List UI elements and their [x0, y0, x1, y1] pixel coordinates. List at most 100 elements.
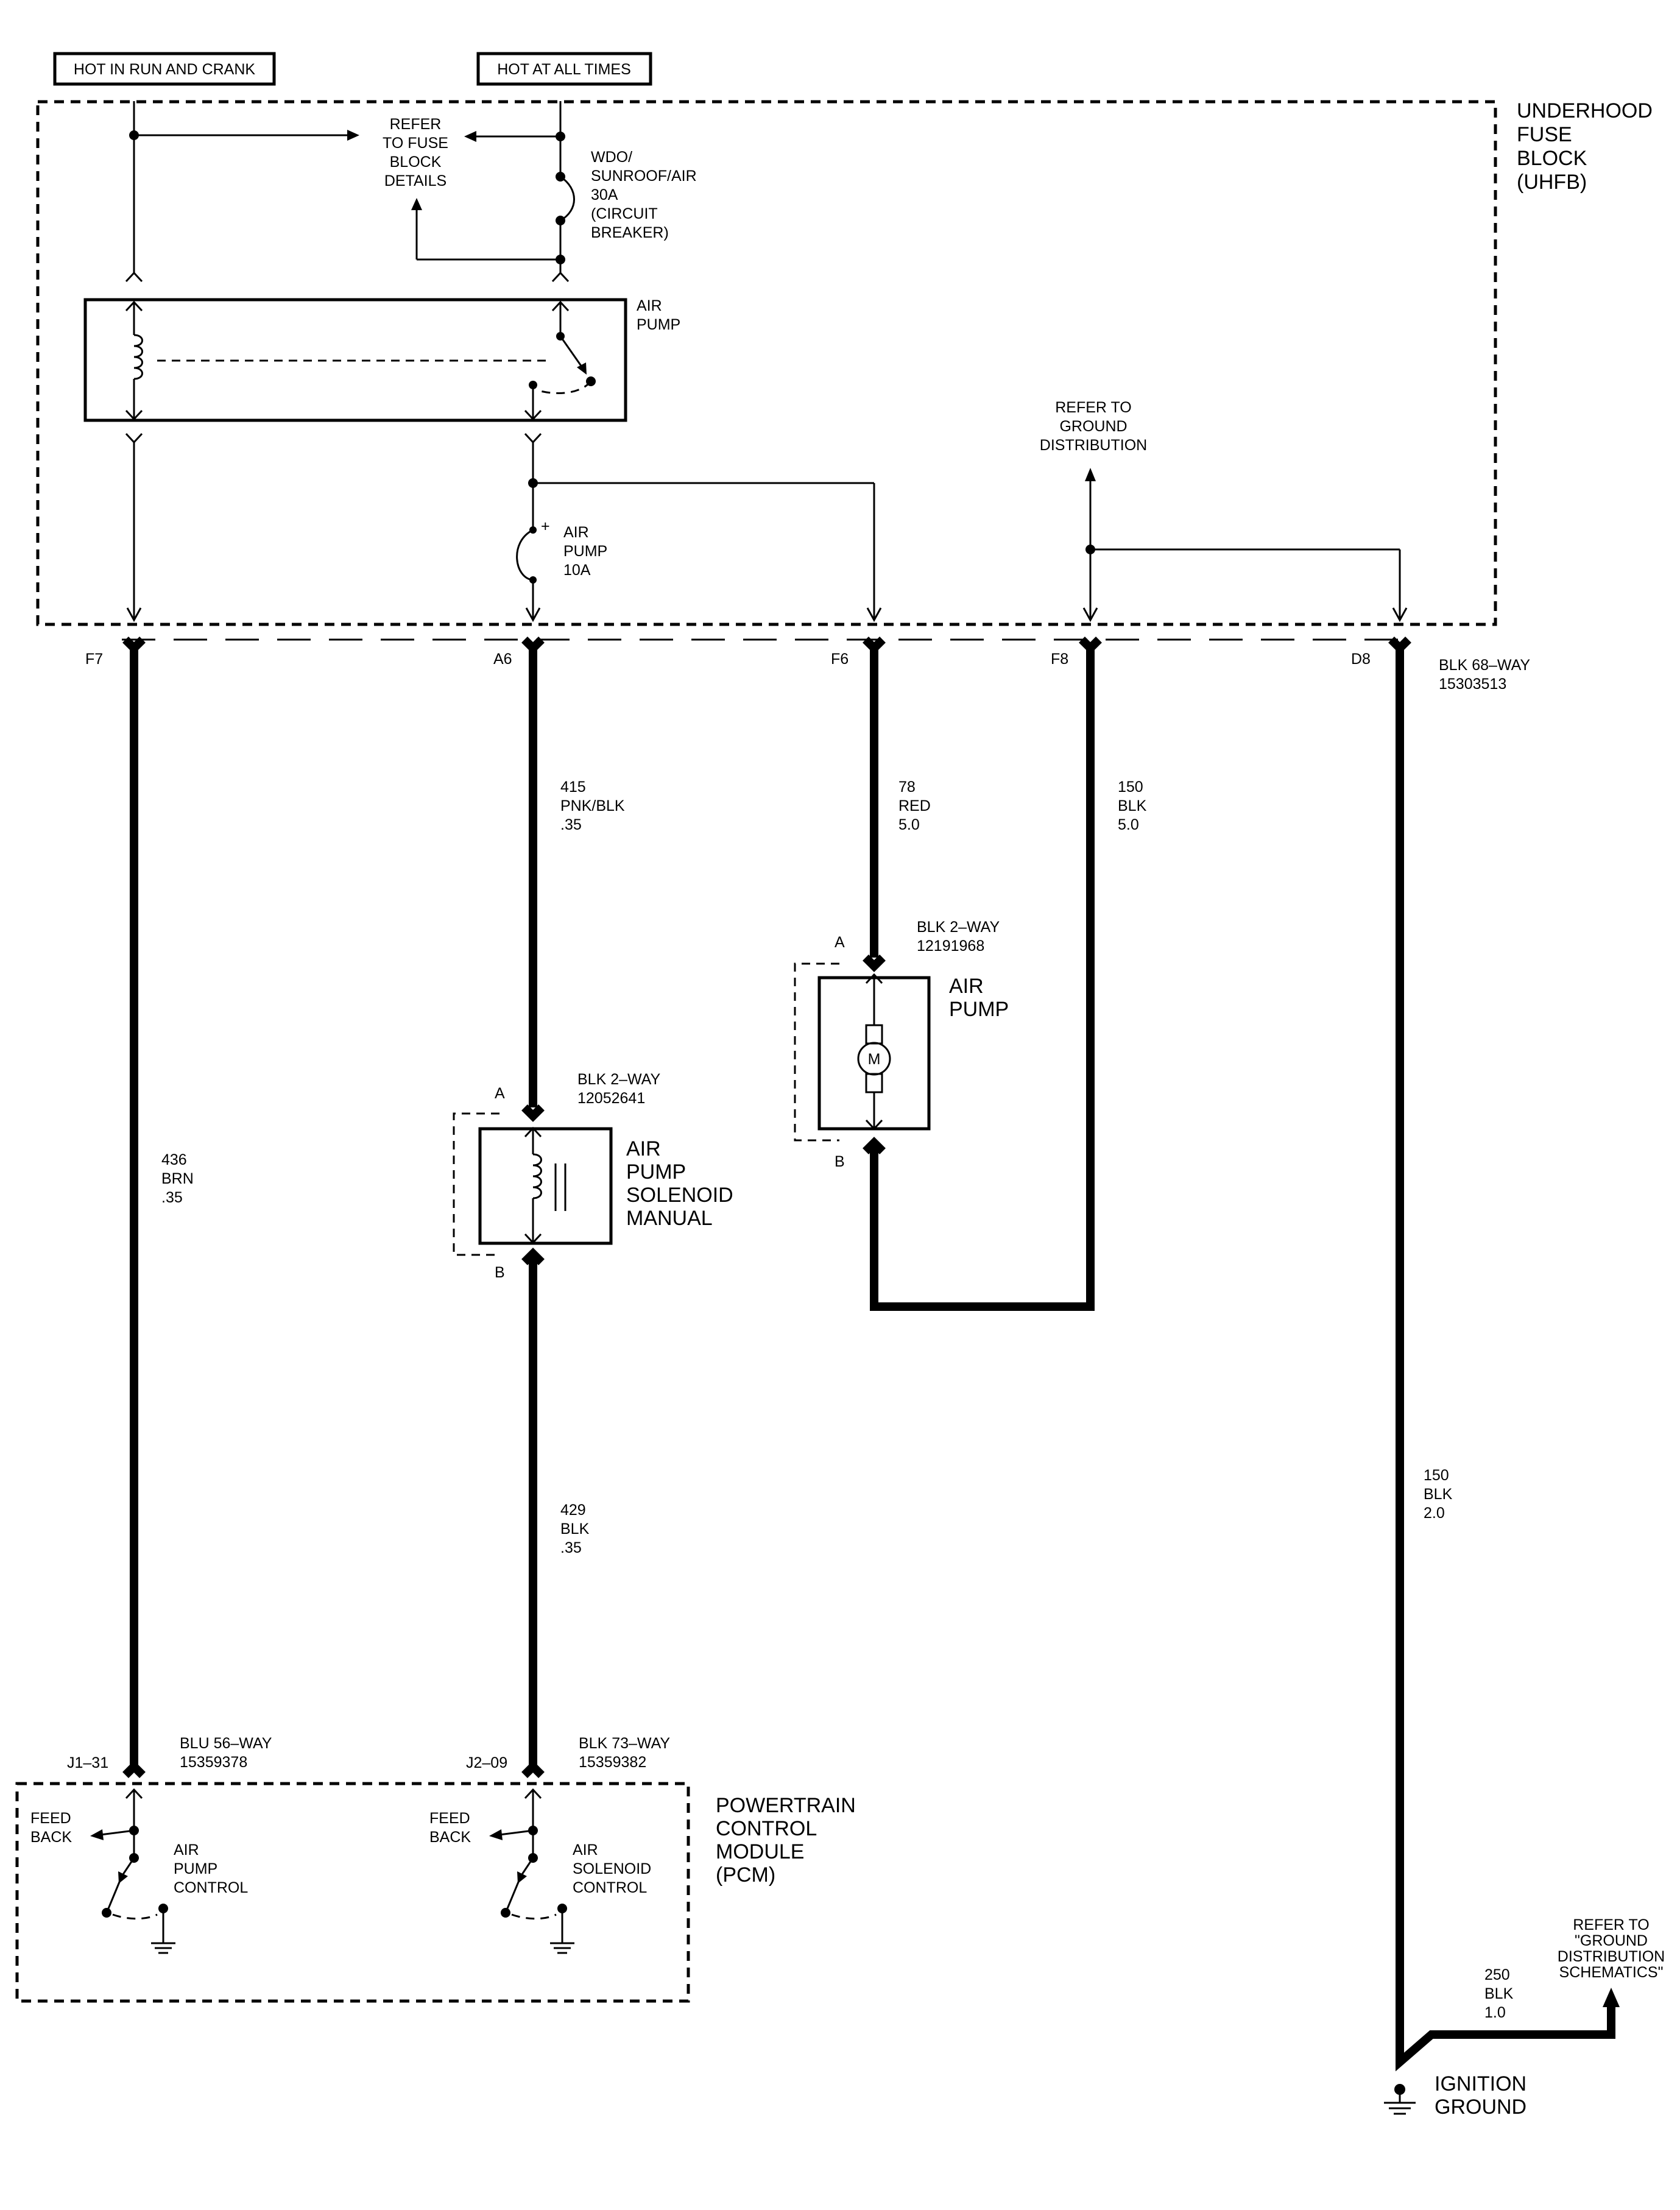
- svg-text:PUMP: PUMP: [626, 1160, 686, 1184]
- hot-all-times-label: HOT AT ALL TIMES: [476, 52, 652, 86]
- f7-internal: [125, 432, 143, 623]
- solenoid-label: AIR PUMP SOLENOID MANUAL: [626, 1137, 733, 1230]
- pcm-control-1-label: AIR PUMP CONTROL: [174, 1841, 248, 1896]
- wire-436: [122, 637, 146, 1778]
- ignition-ground-label: IGNITION GROUND: [1435, 2072, 1526, 2119]
- svg-text:PUMP: PUMP: [563, 543, 607, 560]
- svg-text:BLK 2–WAY: BLK 2–WAY: [917, 919, 1000, 936]
- svg-text:.35: .35: [161, 1189, 183, 1206]
- air-pump-motor: M: [794, 962, 931, 1142]
- battery-feed: [411, 101, 575, 283]
- svg-text:(CIRCUIT: (CIRCUIT: [591, 205, 658, 222]
- svg-text:BLK 73–WAY: BLK 73–WAY: [579, 1735, 670, 1752]
- svg-text:1.0: 1.0: [1484, 2004, 1506, 2021]
- run-crank-feed: [125, 101, 359, 283]
- wire-150a-label: 150 BLK 5.0: [1118, 778, 1147, 833]
- svg-text:10A: 10A: [563, 562, 591, 579]
- svg-text:AIR: AIR: [626, 1137, 661, 1160]
- wire-150-pump-ground: [863, 637, 1102, 1311]
- air-pump-fuse-label: AIR PUMP 10A: [563, 524, 607, 579]
- svg-text:SOLENOID: SOLENOID: [573, 1860, 651, 1877]
- wire-415-label: 415 PNK/BLK .35: [560, 778, 625, 833]
- svg-text:150: 150: [1424, 1467, 1449, 1484]
- svg-text:BREAKER): BREAKER): [591, 224, 669, 241]
- svg-text:"GROUND: "GROUND: [1575, 1932, 1648, 1949]
- svg-text:AIR: AIR: [637, 297, 662, 314]
- svg-text:436: 436: [161, 1151, 187, 1168]
- svg-text:REFER: REFER: [390, 116, 442, 133]
- svg-text:78: 78: [898, 778, 916, 796]
- svg-text:HOT IN RUN AND CRANK: HOT IN RUN AND CRANK: [74, 61, 256, 78]
- svg-text:B: B: [835, 1153, 845, 1170]
- svg-text:WDO/: WDO/: [591, 149, 632, 166]
- ignition-ground-symbol: [1384, 2084, 1416, 2115]
- pcm-air-solenoid-driver: [489, 1788, 574, 1954]
- svg-text:DETAILS: DETAILS: [384, 172, 446, 189]
- svg-text:BLU 56–WAY: BLU 56–WAY: [180, 1735, 272, 1752]
- svg-text:PUMP: PUMP: [949, 998, 1009, 1021]
- svg-text:F8: F8: [1051, 651, 1068, 668]
- air-pump-pins: A B: [835, 934, 845, 1170]
- svg-text:DISTRIBUTION: DISTRIBUTION: [1558, 1948, 1665, 1965]
- wire-150b-label: 150 BLK 2.0: [1424, 1467, 1453, 1522]
- svg-text:PUMP: PUMP: [637, 316, 680, 333]
- svg-text:BLK: BLK: [560, 1520, 590, 1537]
- svg-text:.35: .35: [560, 1539, 582, 1556]
- pcm-connector-labels: J1–31 BLU 56–WAY 15359378 J2–09 BLK 73–W…: [67, 1735, 670, 1771]
- svg-text:BLK 68–WAY: BLK 68–WAY: [1439, 657, 1530, 674]
- svg-text:FUSE: FUSE: [1517, 123, 1572, 146]
- svg-text:415: 415: [560, 778, 586, 796]
- air-pump-solenoid: [453, 1112, 613, 1256]
- wire-415: [521, 637, 545, 1122]
- svg-text:15303513: 15303513: [1439, 676, 1506, 693]
- svg-text:UNDERHOOD: UNDERHOOD: [1517, 99, 1653, 122]
- svg-text:D8: D8: [1351, 651, 1371, 668]
- pcm-title: POWERTRAIN CONTROL MODULE (PCM): [716, 1794, 856, 1887]
- solenoid-connector-label: BLK 2–WAY 12052641: [577, 1071, 660, 1107]
- air-pump-label: AIR PUMP: [949, 975, 1009, 1021]
- solenoid-pins: A B: [495, 1085, 505, 1281]
- svg-text:BLK: BLK: [1118, 797, 1147, 814]
- svg-text:AIR: AIR: [174, 1841, 199, 1859]
- svg-text:(PCM): (PCM): [716, 1863, 775, 1887]
- wire-78-label: 78 RED 5.0: [898, 778, 931, 833]
- svg-text:SUNROOF/AIR: SUNROOF/AIR: [591, 168, 697, 185]
- svg-text:BACK: BACK: [30, 1829, 72, 1846]
- svg-text:A6: A6: [493, 651, 512, 668]
- svg-text:A: A: [495, 1085, 505, 1102]
- svg-text:BLOCK: BLOCK: [1517, 147, 1587, 170]
- svg-text:RED: RED: [898, 797, 931, 814]
- pcm-air-pump-driver: [90, 1788, 175, 1954]
- wire-78: [863, 637, 886, 972]
- wire-429: [521, 1248, 545, 1778]
- svg-text:POWERTRAIN: POWERTRAIN: [716, 1794, 856, 1817]
- svg-text:GROUND: GROUND: [1059, 418, 1127, 435]
- svg-text:M: M: [868, 1051, 881, 1068]
- hot-run-crank-label: HOT IN RUN AND CRANK: [53, 52, 276, 86]
- svg-text:BLK: BLK: [1484, 1985, 1514, 2002]
- circuit-breaker-label: WDO/ SUNROOF/AIR 30A (CIRCUIT BREAKER): [591, 149, 697, 241]
- svg-text:SOLENOID: SOLENOID: [626, 1184, 733, 1207]
- svg-text:J1–31: J1–31: [67, 1754, 108, 1771]
- pcm-control-2-label: AIR SOLENOID CONTROL: [573, 1841, 651, 1896]
- svg-text:BACK: BACK: [429, 1829, 471, 1846]
- pcm-feedback-1-label: FEED BACK: [30, 1810, 72, 1846]
- svg-text:150: 150: [1118, 778, 1143, 796]
- ground-internal: [1082, 468, 1408, 623]
- svg-text:BLK 2–WAY: BLK 2–WAY: [577, 1071, 660, 1088]
- svg-text:AIR: AIR: [563, 524, 589, 541]
- air-pump-connector-label: BLK 2–WAY 12191968: [917, 919, 1000, 955]
- svg-text:BLK: BLK: [1424, 1486, 1453, 1503]
- a6-internal: +: [516, 432, 882, 623]
- svg-text:TO FUSE: TO FUSE: [383, 135, 448, 152]
- svg-text:429: 429: [560, 1502, 586, 1519]
- svg-text:BLOCK: BLOCK: [390, 154, 442, 171]
- air-pump-relay: [83, 298, 627, 422]
- uhfb-connector-label: BLK 68–WAY 15303513: [1439, 657, 1530, 693]
- svg-text:AIR: AIR: [573, 1841, 598, 1859]
- svg-text:A: A: [835, 934, 845, 951]
- svg-text:F7: F7: [85, 651, 103, 668]
- svg-text:F6: F6: [831, 651, 849, 668]
- svg-text:GROUND: GROUND: [1435, 2095, 1526, 2119]
- svg-text:15359382: 15359382: [579, 1754, 646, 1771]
